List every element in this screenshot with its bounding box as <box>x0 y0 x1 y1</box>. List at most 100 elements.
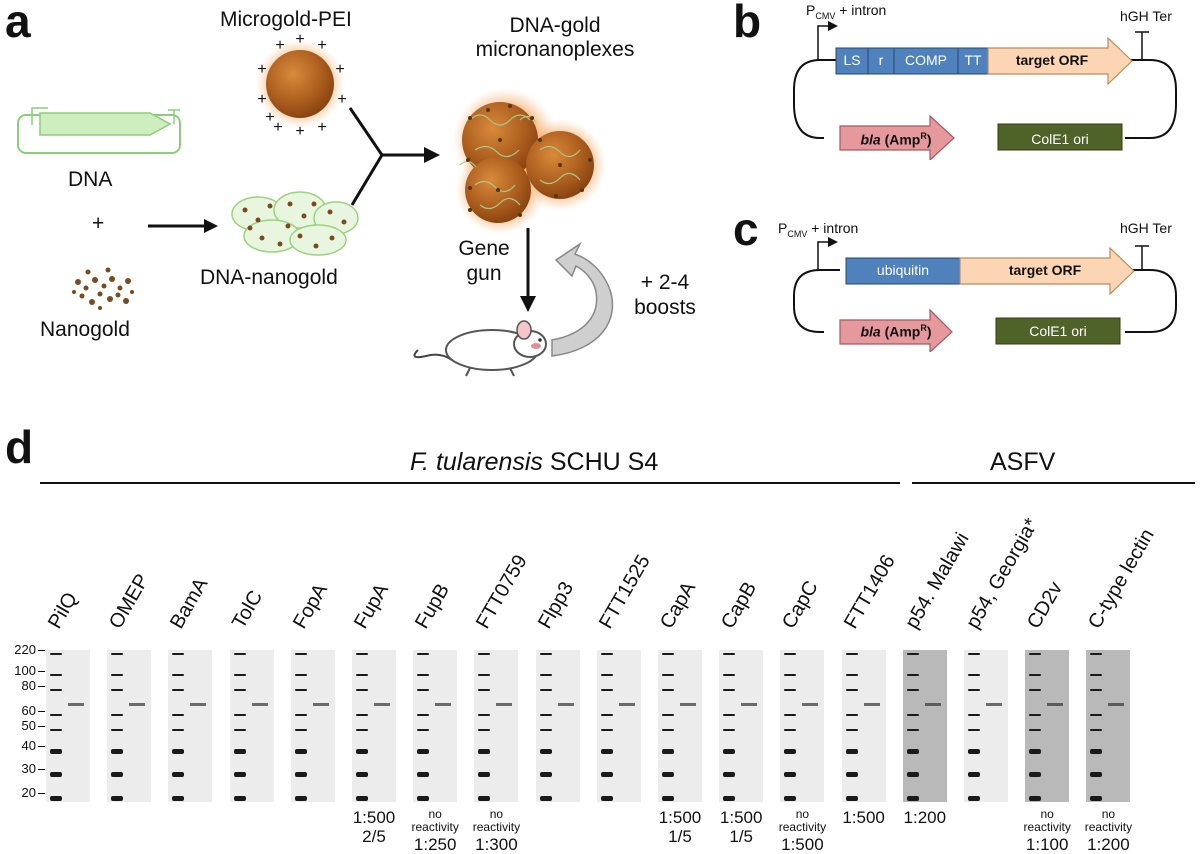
plus-sign: + <box>92 212 105 235</box>
lane-title: BamA <box>166 574 213 633</box>
group-line-ft <box>40 482 900 484</box>
ladder-band <box>50 713 62 716</box>
sample-band <box>986 703 1002 707</box>
lane-title: OMEP <box>105 570 154 633</box>
boosts-label: + 2-4 boosts <box>620 270 710 320</box>
ladder-band <box>172 674 185 677</box>
ladder-band <box>600 689 613 692</box>
ladder-band <box>1029 653 1042 655</box>
blot-strip <box>596 650 641 802</box>
amp-b: (Amp <box>884 131 921 148</box>
group-title-ft: F. tularensis SCHU S4 <box>410 448 658 477</box>
ladder-band <box>1090 748 1103 754</box>
ladder-band <box>968 729 980 731</box>
ladder-band <box>784 674 797 677</box>
lane-note-line: 1:300 <box>475 834 518 854</box>
ladder-band <box>111 748 124 754</box>
lane-note-line: reactivity <box>778 820 827 835</box>
ladder-band <box>662 795 674 801</box>
marker-tick <box>38 792 45 794</box>
ladder-band <box>356 689 368 692</box>
ladder-band <box>1029 674 1042 677</box>
ladder-band <box>294 771 307 777</box>
plasmid-c-diagram <box>793 237 1177 352</box>
microgold-particle-icon: +++ ++ ++ +++ + <box>256 31 347 140</box>
ladder-band <box>906 674 919 677</box>
ladder-band <box>478 771 491 777</box>
target-orf-label-c: target ORF <box>1008 262 1082 278</box>
ori-label-b: ColE1 ori <box>1031 131 1089 147</box>
blot-strip <box>413 650 458 802</box>
marker-label: 60 <box>21 702 36 718</box>
lane-title: CD2v <box>1023 578 1068 633</box>
sample-band <box>863 703 880 707</box>
blot-strip <box>964 650 1008 802</box>
ladder-band <box>294 689 307 692</box>
terminator-label-b: hGH Ter <box>1120 8 1172 24</box>
amp-sup-b: R <box>920 131 927 141</box>
lane-note: 1:200 <box>891 808 959 827</box>
ladder-band <box>172 653 185 655</box>
ladder-band <box>50 771 62 777</box>
dna-nanogold-cluster-icon <box>231 191 359 256</box>
promoter-rest-b: + intron <box>835 2 887 18</box>
ladder-band <box>233 729 246 731</box>
sample-band <box>496 703 513 707</box>
panel-d-letter: d <box>5 421 34 473</box>
ladder-band <box>356 748 368 754</box>
boosts-line1: + 2-4 <box>640 271 690 294</box>
blot-strip <box>1025 650 1070 802</box>
sample-band <box>435 703 452 707</box>
blot-strip <box>352 650 396 802</box>
lane-note-line: no <box>1101 807 1116 821</box>
ladder-band <box>723 653 736 655</box>
promoter-label-c: PCMV + intron <box>778 220 858 239</box>
blot-strip <box>1086 650 1131 802</box>
lane-note-line: reactivity <box>1023 820 1071 835</box>
bla-gene-b: bla <box>860 131 881 148</box>
ladder-band <box>723 713 736 716</box>
ladder-band <box>50 795 62 801</box>
promoter-sub-c: CMV <box>787 228 808 239</box>
plasmid-b-diagram <box>793 21 1177 160</box>
sample-band <box>1047 703 1064 707</box>
ladder-band <box>1029 689 1042 692</box>
ladder-band <box>906 795 919 801</box>
ladder-band <box>478 653 491 655</box>
ladder-band <box>111 689 124 692</box>
marker-label: 20 <box>21 784 36 800</box>
ladder-band <box>50 674 62 677</box>
marker-label: 30 <box>21 760 36 776</box>
ladder-band <box>233 795 246 801</box>
ladder-band <box>233 771 246 777</box>
ladder-band <box>906 713 919 716</box>
lane-title: CapC <box>778 577 824 633</box>
ladder-band <box>968 748 980 754</box>
ladder-band <box>478 795 491 801</box>
ladder-band <box>784 748 797 754</box>
ladder-band <box>172 748 185 754</box>
ladder-band <box>294 729 307 731</box>
ladder-band <box>539 713 552 716</box>
ladder-band <box>539 674 552 677</box>
lane-title: FTT1406 <box>839 551 900 633</box>
ladder-band <box>233 713 246 716</box>
ladder-band <box>356 674 368 677</box>
ladder-band <box>600 674 613 677</box>
ladder-band <box>233 748 246 754</box>
ladder-band <box>968 674 980 677</box>
ladder-band <box>417 771 430 777</box>
ladder-band <box>417 713 430 716</box>
ladder-band <box>845 713 858 716</box>
dna-nanogold-label: DNA-nanogold <box>200 266 338 289</box>
segment-r: r <box>878 52 884 68</box>
dna-label: DNA <box>68 168 113 191</box>
ladder-band <box>294 748 307 754</box>
ladder-band <box>356 729 368 731</box>
ladder-band <box>723 748 736 754</box>
gene-gun-line2: gun <box>466 262 502 286</box>
bla-label-b: bla (AmpR) <box>842 131 950 148</box>
segment-ls: LS <box>843 52 861 68</box>
